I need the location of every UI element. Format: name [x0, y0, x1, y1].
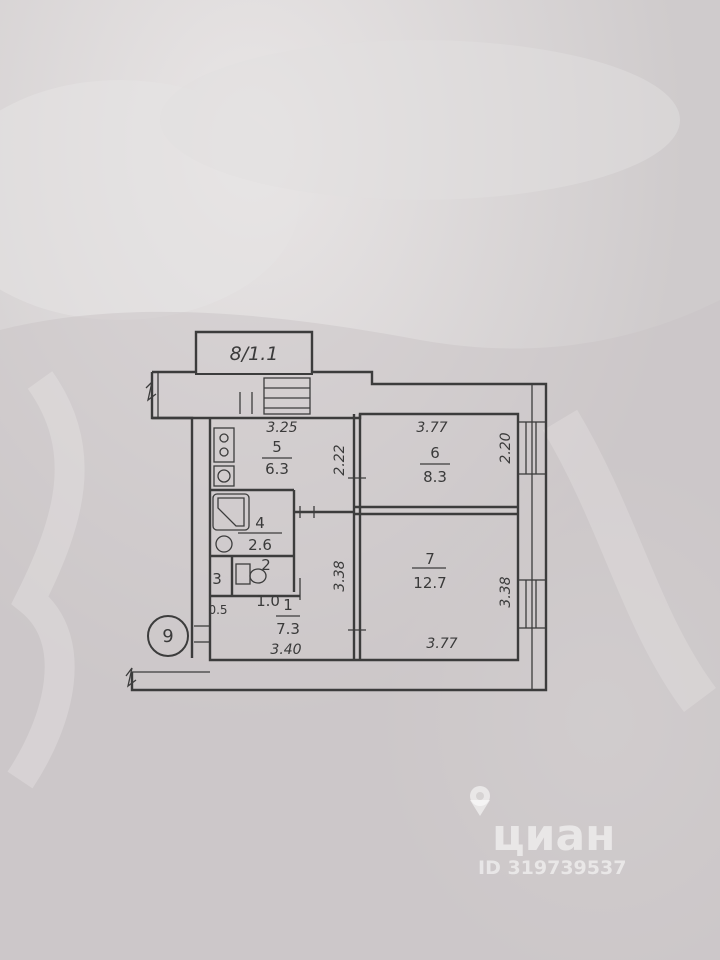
room6-height: 2.20 — [498, 432, 514, 463]
room7-height: 3.38 — [498, 576, 514, 607]
room6-width: 3.77 — [416, 420, 447, 436]
room4-number: 4 — [255, 514, 265, 532]
room1-height: 3.38 — [332, 560, 348, 591]
room2-area: 1.0 — [256, 592, 280, 610]
room3-number: 3 — [212, 570, 222, 588]
room1-width: 3.40 — [270, 642, 301, 658]
room7-number: 7 — [425, 550, 435, 568]
room2-number: 2 — [261, 556, 271, 574]
room5-area: 6.3 — [265, 460, 289, 478]
room5-width: 3.25 — [266, 420, 297, 436]
room4-area: 2.6 — [248, 536, 272, 554]
watermark-brand: циан — [492, 810, 616, 861]
plan-label: 8/1.1 — [230, 343, 279, 365]
room3-area: 0.5 — [208, 603, 227, 617]
room6-area: 8.3 — [423, 468, 447, 486]
axis-marker: 9 — [162, 626, 173, 647]
room1-number: 1 — [283, 596, 293, 614]
room6-number: 6 — [430, 444, 440, 462]
room7-area: 12.7 — [413, 574, 446, 592]
room7-width: 3.77 — [426, 636, 457, 652]
room5-number: 5 — [272, 438, 282, 456]
room1-area: 7.3 — [276, 620, 300, 638]
room5-height: 2.22 — [332, 444, 348, 475]
watermark-id: ID 319739537 — [478, 857, 626, 879]
location-pin-icon — [470, 786, 490, 816]
